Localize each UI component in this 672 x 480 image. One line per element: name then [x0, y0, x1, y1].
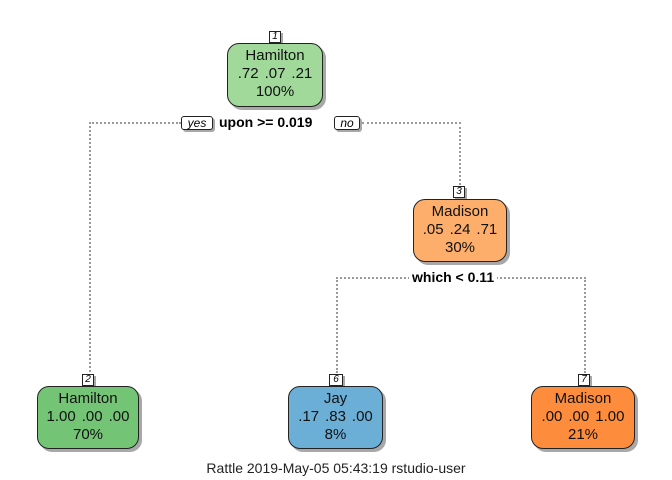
- tree-node-root[interactable]: Hamilton .72.07.21 100%: [227, 43, 323, 107]
- tree-node-madison[interactable]: Madison .05.24.71 30%: [413, 199, 507, 262]
- edge-root-left-v: [89, 122, 91, 372]
- branch-yes-label: yes: [181, 116, 213, 130]
- tree-node-hamilton-leaf[interactable]: Hamilton 1.00.00.00 70%: [37, 386, 139, 449]
- split-label-madison: which < 0.11: [409, 269, 498, 285]
- node-class-label: Madison: [554, 390, 612, 407]
- node-probabilities: .05.24.71: [422, 221, 498, 238]
- split-label-root: upon >= 0.019: [216, 114, 316, 130]
- node-class-label: Jay: [323, 390, 348, 407]
- node-probabilities: .17.83.00: [298, 408, 373, 425]
- tree-node-jay[interactable]: Jay .17.83.00 8%: [288, 386, 383, 449]
- node-class-label: Hamilton: [58, 390, 118, 407]
- node-percentage: 70%: [72, 426, 104, 443]
- node-percentage: 8%: [324, 426, 347, 443]
- node-percentage: 21%: [567, 426, 599, 443]
- node-percentage: 100%: [255, 83, 295, 100]
- node-class-label: Hamilton: [245, 47, 305, 64]
- node-id-1: 1: [269, 31, 281, 43]
- edge-root-left-h: [89, 122, 181, 124]
- node-probabilities: 1.00.00.00: [46, 408, 130, 425]
- node-id-6: 6: [329, 374, 343, 386]
- node-class-label: Madison: [431, 203, 489, 220]
- node-id-3: 3: [453, 186, 465, 198]
- edge-madison-left-v: [336, 277, 338, 373]
- edge-root-right-h: [362, 122, 461, 124]
- node-probabilities: .72.07.21: [237, 65, 313, 82]
- node-id-7: 7: [578, 374, 590, 386]
- plot-caption: Rattle 2019-May-05 05:43:19 rstudio-user: [206, 460, 466, 476]
- edge-root-right-v: [459, 122, 461, 185]
- node-percentage: 30%: [444, 239, 476, 256]
- node-id-2: 2: [82, 374, 94, 386]
- edge-madison-right-v: [584, 277, 586, 373]
- branch-no-label: no: [334, 116, 360, 130]
